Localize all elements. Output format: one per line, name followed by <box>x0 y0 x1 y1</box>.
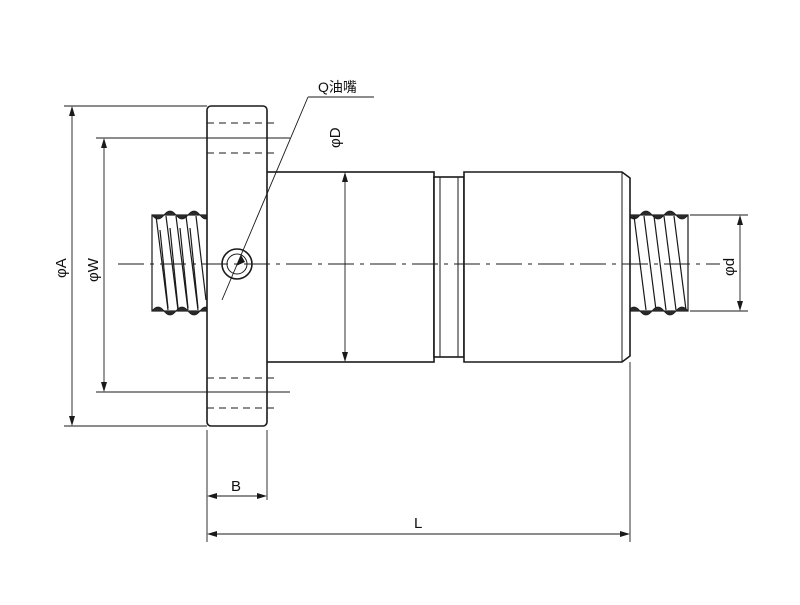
label-dia-D: φD <box>327 127 344 148</box>
dimension-W <box>101 138 107 392</box>
dimension-B <box>207 493 267 499</box>
flange <box>206 105 275 427</box>
label-oil-nipple: Q油嘴 <box>318 79 357 95</box>
left-screw-thread <box>151 210 211 316</box>
label-dia-W: φW <box>85 257 102 282</box>
label-dia-d: φd <box>721 258 738 276</box>
right-screw-thread <box>627 210 689 316</box>
extension-lines <box>64 105 748 542</box>
dimension-D <box>342 172 348 362</box>
label-dia-A: φA <box>53 258 70 278</box>
dimension-L <box>207 531 630 537</box>
label-flange-width: B <box>231 478 241 495</box>
oil-nipple-leader <box>221 96 374 301</box>
label-length: L <box>414 515 422 532</box>
dimension-A <box>69 106 75 426</box>
nut-body <box>265 171 631 363</box>
dimension-d <box>737 215 743 311</box>
